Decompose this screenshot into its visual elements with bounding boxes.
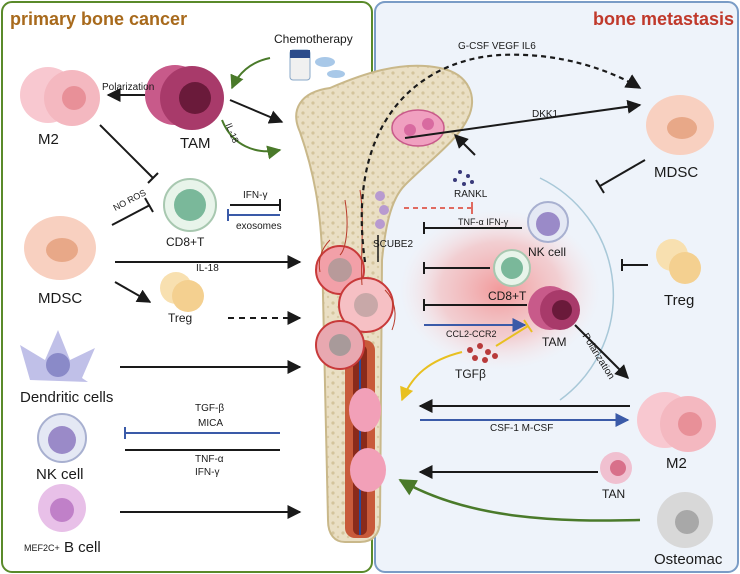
tan-label: TAN — [602, 487, 626, 501]
mdsc-label-right: MDSC — [654, 164, 699, 181]
nk-label-left: NK cell — [36, 466, 84, 483]
cd8t-cell-right — [493, 249, 531, 287]
dendritic-label: Dendritic cells — [20, 389, 114, 406]
osteomac-label: Osteomac — [654, 551, 723, 568]
chemotherapy-icon — [289, 49, 345, 81]
dendritic-cell — [20, 330, 95, 382]
tgf-inhibition-bar — [523, 319, 533, 333]
m2-label-left: M2 — [38, 131, 59, 148]
tam-label-left: TAM — [180, 135, 211, 152]
mdsc-cell-right — [646, 95, 714, 155]
left-blue-inhibitions — [124, 209, 280, 439]
left-panel-title: primary bone cancer — [10, 9, 188, 29]
tam-label-right: TAM — [542, 335, 567, 349]
tnf-alpha-label-left: TNF-α — [195, 454, 224, 465]
treg-label-right: Treg — [664, 292, 695, 309]
treg-cell-right — [656, 239, 701, 284]
b-cell-label: B cell — [64, 539, 101, 556]
chemo-arrow — [230, 57, 271, 90]
m2-cell-right — [637, 392, 716, 452]
tnf-ifn-label: TNF-α IFN-γ — [458, 217, 509, 227]
b-cell-prefix: MEF2C+ — [24, 543, 60, 553]
nk-cell-right — [527, 201, 569, 243]
ifn-gamma-2-label: IFN-γ — [195, 467, 220, 478]
tam-cell-left — [145, 65, 224, 130]
m2-cell-left — [20, 67, 100, 126]
treg-cell-left — [160, 272, 204, 312]
bone-tumors — [315, 109, 445, 492]
tan-cell — [600, 452, 632, 484]
cd8t-label-right: CD8+T — [488, 289, 527, 303]
tgf-beta-dots — [467, 343, 498, 363]
tam-cell-right — [528, 286, 580, 330]
microenvironment-arc — [539, 177, 615, 401]
scube2-label: SCUBE2 — [373, 239, 414, 250]
m2-label-right: M2 — [666, 455, 687, 472]
tgf-yellow-arrow — [400, 351, 463, 402]
csf-label: CSF-1 M-CSF — [490, 423, 554, 434]
chemotherapy-label: Chemotherapy — [274, 32, 353, 46]
dkk1-label: DKK1 — [532, 109, 559, 120]
mica-label: MICA — [198, 418, 223, 429]
ifn-gamma-label-left: IFN-γ — [243, 190, 268, 201]
osteomac-cell — [657, 492, 713, 548]
nk-cell-left — [37, 413, 87, 463]
rankl-label: RANKL — [454, 189, 488, 200]
nk-label-right: NK cell — [528, 245, 567, 259]
mdsc-cell-left — [24, 216, 96, 280]
cytokines-top-label: G-CSF VEGF IL6 — [458, 41, 536, 52]
right-panel-title: bone metastasis — [593, 9, 735, 29]
cd8t-label-left: CD8+T — [166, 235, 205, 249]
rankl-dots — [453, 170, 474, 186]
il18-curve-arrow — [221, 119, 282, 160]
il18-line-label: IL-18 — [196, 263, 219, 274]
tgf-beta-label-left: TGF-β — [195, 403, 225, 414]
cytokine-dashed-arrow — [360, 53, 642, 263]
left-arrows — [99, 88, 302, 519]
osteomac-green-arrow — [398, 478, 641, 522]
right-arrows — [404, 99, 648, 479]
exosomes-label: exosomes — [236, 221, 282, 232]
cd8t-cell-left — [163, 178, 217, 232]
treg-label-left: Treg — [168, 311, 193, 325]
polarization-label-left: Polarization — [102, 82, 155, 93]
mdsc-label-left: MDSC — [38, 290, 83, 307]
ccl2-label: CCL2-CCR2 — [446, 329, 497, 339]
tgf-beta-label-right: TGFβ — [455, 367, 486, 381]
tgf-inhibition — [495, 325, 529, 347]
b-cell — [38, 484, 86, 532]
